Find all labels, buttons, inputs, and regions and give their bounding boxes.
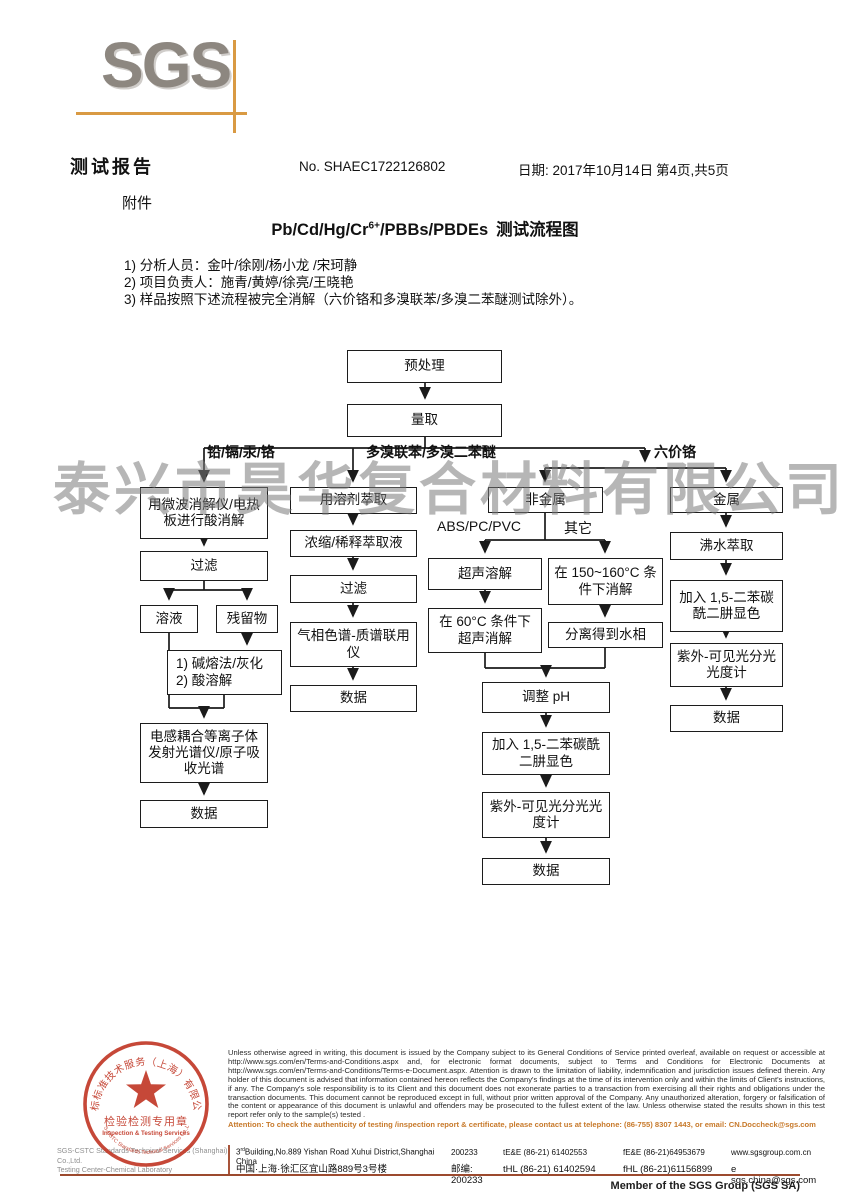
- address-cn: 中国·上海·徐汇区宜山路889号3号楼: [236, 1164, 387, 1175]
- branch-label-other: 其它: [564, 520, 592, 536]
- flow-node-metal: 金属: [670, 487, 783, 513]
- flow-node-solution: 溶液: [140, 605, 198, 633]
- logo-accent-vline: [233, 40, 236, 133]
- stamp-circle: [83, 1041, 209, 1167]
- flow-connectors: [163, 383, 732, 854]
- flow-node-ultrasonic-dissolve: 超声溶解: [428, 558, 542, 590]
- flow-node-concentrate-dilute: 浓缩/稀释萃取液: [290, 530, 417, 557]
- attention-text: Attention: To check the authenticity of …: [228, 1120, 816, 1130]
- note-line-1: 1) 分析人员：金叶/徐刚/杨小龙 /宋珂静: [124, 258, 358, 273]
- report-number: No. SHAEC1722126802: [299, 159, 446, 174]
- address-block: 3rdBuilding,No.889 Yishan Road Xuhui Dis…: [236, 1147, 824, 1186]
- address-en-sup: rd: [240, 1147, 245, 1153]
- flow-node-boiling-water: 沸水萃取: [670, 532, 783, 560]
- stamp-center-chinese: 检验检测专用章: [104, 1114, 188, 1128]
- title-elements-2: /PBBs/PBDEs: [379, 221, 489, 239]
- title-chinese: 测试流程图: [496, 221, 579, 239]
- test-flowchart: 铅/镉/汞/铬 多溴联苯/多溴二苯醚 六价铬 ABS/PC/PVC 其它 预处理…: [0, 345, 850, 901]
- flow-node-data-1: 数据: [140, 800, 268, 828]
- flow-node-filter-2: 过滤: [290, 575, 417, 603]
- sgs-member-text: Member of the SGS Group (SGS SA): [610, 1180, 800, 1192]
- attachment-label: 附件: [122, 195, 153, 212]
- address-row-cn: 中国·上海·徐汇区宜山路889号3号楼 邮编: 200233 tHL (86-2…: [236, 1161, 824, 1186]
- svg-text:SGS-CSTC Standards Technical S: SGS-CSTC Standards Technical Services Co…: [74, 1036, 191, 1156]
- flow-node-ultrasonic-60c: 在 60°C 条件下超声消解: [428, 608, 542, 653]
- flow-node-digest-150-160: 在 150~160°C 条件下消解: [548, 558, 663, 605]
- footer-legal-block: Unless otherwise agreed in writing, this…: [228, 1048, 825, 1130]
- inspection-stamp: 通标标准技术服务（上海）有限公司 SGS-CSTC Standards Tech…: [74, 1036, 209, 1167]
- notes-list: 1) 分析人员：金叶/徐刚/杨小龙 /宋珂静 2) 项目负责人：施青/黄婷/徐亮…: [124, 258, 582, 308]
- branch-label-cr6: 六价铬: [654, 444, 696, 460]
- report-date: 日期: 2017年10月14日: [518, 163, 654, 178]
- branch-label-pbb-pbde: 多溴联苯/多溴二苯醚: [366, 444, 496, 460]
- company-name-en: SGS-CSTC Standards Technical Services (S…: [57, 1146, 228, 1165]
- company-lab-en: Testing Center-Chemical Laboratory: [57, 1165, 173, 1174]
- branch-label-abs-pc-pvc: ABS/PC/PVC: [437, 518, 522, 534]
- disclaimer-text: Unless otherwise agreed in writing, this…: [228, 1048, 825, 1120]
- postcode-cn: 邮编: 200233: [451, 1164, 483, 1186]
- title-elements: Pb/Cd/Hg/Cr: [271, 221, 369, 239]
- flow-node-alkali-fusion: 1) 碱熔法/灰化 2) 酸溶解: [167, 650, 282, 695]
- flow-node-adjust-ph: 调整 pH: [482, 682, 610, 713]
- note-line-2: 2) 项目负责人：施青/黄婷/徐亮/王晓艳: [124, 274, 354, 290]
- sgs-logo: SGS: [101, 29, 232, 101]
- flow-node-measure: 量取: [347, 404, 502, 437]
- fax-cn: fHL (86-21)61156899: [623, 1164, 713, 1175]
- footer-horizontal-rule: [60, 1174, 800, 1176]
- address-en-rest: Building,No.889 Yishan Road Xuhui Distri…: [236, 1147, 435, 1166]
- flow-node-solvent-extraction: 用溶剂萃取: [290, 487, 417, 514]
- company-name-block: SGS-CSTC Standards Technical Services (S…: [57, 1146, 235, 1175]
- alkali-line-2: 2) 酸溶解: [176, 672, 233, 688]
- flow-node-filter-1: 过滤: [140, 551, 268, 581]
- flow-node-separate-aqueous: 分离得到水相: [548, 622, 663, 648]
- logo-accent-hline: [76, 112, 247, 115]
- address-en-num: 3: [236, 1147, 241, 1157]
- report-title: 测试报告: [70, 157, 154, 177]
- flow-diagram-title: Pb/Cd/Hg/Cr6+/PBBs/PBDEs 测试流程图: [0, 216, 850, 240]
- flow-node-uv-vis-2: 紫外-可见光分光光度计: [670, 643, 783, 687]
- stamp-center-english: Inspection & Testing Services: [102, 1130, 190, 1137]
- flow-node-nonmetal: 非金属: [488, 487, 603, 513]
- stamp-arc-english: SGS-CSTC Standards Technical Services Co…: [74, 1036, 191, 1156]
- flow-node-gcms: 气相色谱-质谱联用仪: [290, 622, 417, 667]
- branch-label-lead-cd-hg-cr: 铅/镉/汞/铬: [207, 444, 275, 460]
- address-en: 3rdBuilding,No.889 Yishan Road Xuhui Dis…: [236, 1147, 451, 1166]
- flow-node-add-dpc-2: 加入 1,5-二苯碳酰二肼显色: [670, 580, 783, 632]
- flow-node-data-3: 数据: [482, 858, 610, 885]
- address-row-en: 3rdBuilding,No.889 Yishan Road Xuhui Dis…: [236, 1147, 824, 1166]
- fax-en: fE&E (86-21)64953679: [623, 1147, 705, 1157]
- phone-en: tE&E (86-21) 61402553: [503, 1147, 588, 1157]
- phone-cn: tHL (86-21) 61402594: [503, 1164, 596, 1175]
- stamp-star-icon: [126, 1070, 166, 1108]
- flow-node-data-4: 数据: [670, 705, 783, 732]
- footer-vertical-divider: [228, 1145, 230, 1174]
- flow-node-microwave-digestion: 用微波消解仪/电热板进行酸消解: [140, 487, 268, 539]
- flow-node-icp-aas: 电感耦合等离子体发射光谱仪/原子吸收光谱: [140, 723, 268, 783]
- postcode-en: 200233: [451, 1147, 478, 1157]
- flow-node-data-2: 数据: [290, 685, 417, 712]
- alkali-line-1: 1) 碱熔法/灰化: [176, 656, 264, 672]
- flow-node-pretreatment: 预处理: [347, 350, 502, 383]
- email-address: e sgs.china@sgs.com: [731, 1164, 817, 1186]
- flow-node-residue: 残留物: [216, 605, 278, 633]
- flow-node-uv-vis-1: 紫外-可见光分光光度计: [482, 792, 610, 838]
- flow-node-add-dpc-1: 加入 1,5-二苯碳酰二肼显色: [482, 732, 610, 775]
- page-number: 第4页,共5页: [656, 163, 729, 178]
- title-superscript: 6+: [368, 220, 380, 232]
- note-line-3: 3) 样品按照下述流程被完全消解（六价铬和多溴联苯/多溴二苯醚测试除外）。: [124, 291, 583, 307]
- website-url: www.sgsgroup.com.cn: [731, 1147, 812, 1157]
